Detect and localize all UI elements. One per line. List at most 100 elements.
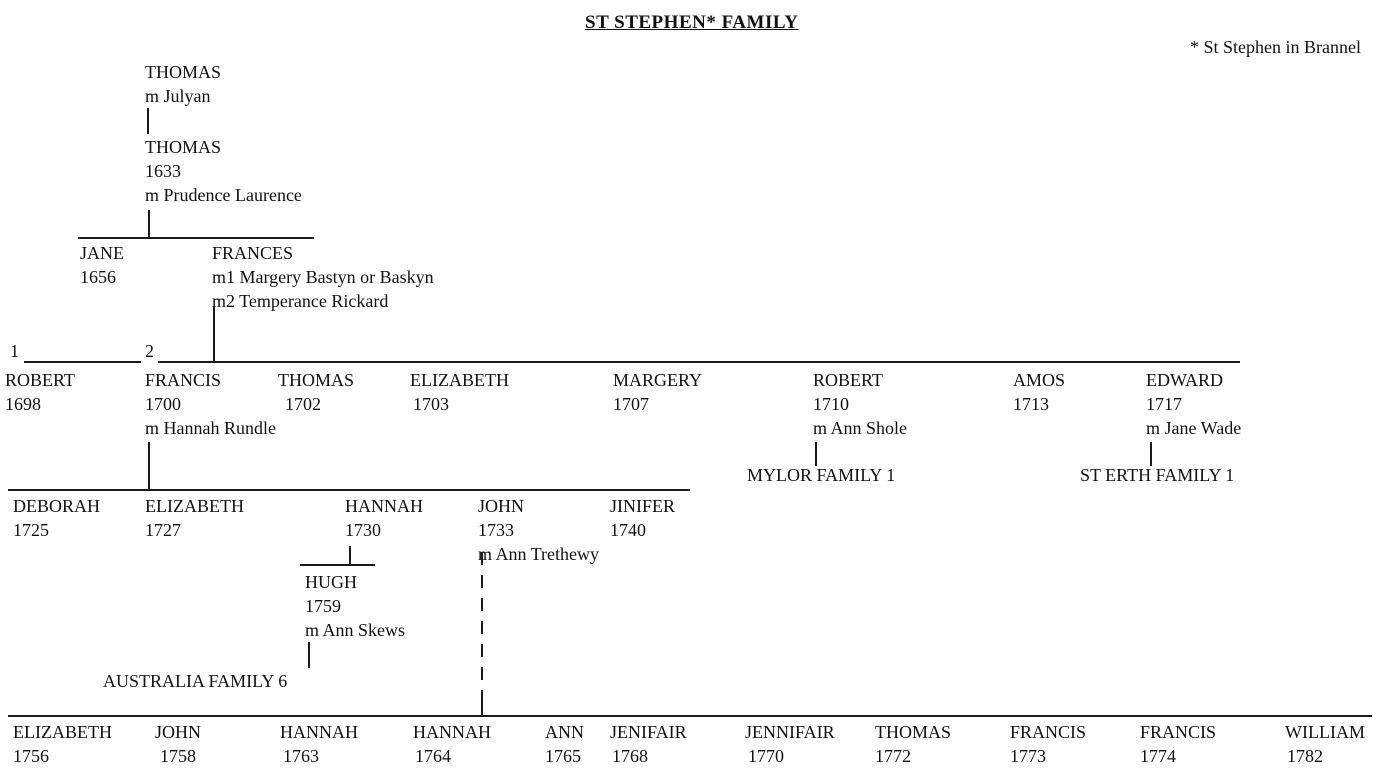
footnote: * St Stephen in Brannel xyxy=(1190,37,1361,57)
person-amos-1713: AMOS 1713 xyxy=(1013,368,1065,416)
person-name: JENIFAIR xyxy=(610,722,687,742)
connector-john1733-drop-dashed xyxy=(481,552,483,702)
person-william-1782: WILLIAM 1782 xyxy=(1285,720,1365,768)
connector-hannah1730-drop xyxy=(349,546,351,565)
person-year: 1725 xyxy=(13,520,49,540)
person-year: 1698 xyxy=(5,394,41,414)
person-jane-1656: JANE 1656 xyxy=(80,241,124,289)
person-marriage: m Jane Wade xyxy=(1146,418,1242,438)
person-name: ANN xyxy=(545,722,584,742)
connector-francis1700-drop xyxy=(148,442,150,490)
person-hannah-1763: HANNAH 1763 xyxy=(280,720,358,768)
sibling-bar-hugh xyxy=(300,564,375,566)
person-marriage: m Ann Shole xyxy=(813,418,908,438)
person-year: 1703 xyxy=(413,394,449,414)
person-francis-1700: FRANCIS 1700 m Hannah Rundle xyxy=(145,368,276,440)
person-francis-1773: FRANCIS 1773 xyxy=(1010,720,1086,768)
person-hugh-1759: HUGH 1759 m Ann Skews xyxy=(305,570,405,642)
person-year: 1782 xyxy=(1287,746,1323,766)
person-name: ELIZABETH xyxy=(145,496,244,516)
person-year: 1727 xyxy=(145,520,181,540)
sibling-bar-gen4 xyxy=(158,361,1240,363)
person-deborah-1725: DEBORAH 1725 xyxy=(13,494,100,542)
connector-edward1717-link xyxy=(1150,442,1152,466)
person-year: 1756 xyxy=(13,746,49,766)
person-year: 1633 xyxy=(145,161,181,181)
person-name: HUGH xyxy=(305,572,357,592)
person-year: 1758 xyxy=(160,746,196,766)
person-marriage: m Hannah Rundle xyxy=(145,418,276,438)
person-name: DEBORAH xyxy=(13,496,101,516)
person-year: 1730 xyxy=(345,520,381,540)
person-year: 1764 xyxy=(415,746,451,766)
person-ann-1765: ANN 1765 xyxy=(545,720,584,768)
person-year: 1770 xyxy=(748,746,784,766)
connector-gen1-gen2 xyxy=(147,108,149,134)
person-name: JANE xyxy=(80,243,124,263)
person-year: 1717 xyxy=(1146,394,1182,414)
sibling-bar-gen4-left xyxy=(24,361,141,363)
person-name: FRANCIS xyxy=(145,370,222,390)
connector-robert1710-link xyxy=(815,442,817,466)
marriage-marker-1: 1 xyxy=(10,341,19,361)
person-year: 1773 xyxy=(1010,746,1046,766)
person-jennifair-1770: JENNIFAIR 1770 xyxy=(745,720,835,768)
person-hannah-1730: HANNAH 1730 xyxy=(345,494,423,542)
person-year: 1710 xyxy=(813,394,849,414)
connector-john1733-drop-foot xyxy=(481,700,483,716)
person-name: ROBERT xyxy=(5,370,75,390)
person-thomas-1702: THOMAS 1702 xyxy=(278,368,354,416)
family-link-australia: AUSTRALIA FAMILY 6 xyxy=(103,671,288,691)
person-name: MARGERY xyxy=(613,370,703,390)
person-marriage-1: m1 Margery Bastyn or Baskyn xyxy=(212,267,434,287)
person-robert-1710: ROBERT 1710 m Ann Shole xyxy=(813,368,907,440)
marriage-marker-2: 2 xyxy=(145,341,154,361)
person-name: ELIZABETH xyxy=(13,722,112,742)
page-title: ST STEPHEN* FAMILY xyxy=(585,12,799,33)
person-margery-1707: MARGERY 1707 xyxy=(613,368,702,416)
person-marriage-2: m2 Temperance Rickard xyxy=(212,291,389,311)
person-name: HANNAH xyxy=(413,722,491,742)
connector-frances-drop xyxy=(213,306,215,362)
family-link-mylor: MYLOR FAMILY 1 xyxy=(747,465,896,485)
connector-gen2-drop xyxy=(148,210,150,238)
person-year: 1707 xyxy=(613,394,649,414)
person-name: JINIFER xyxy=(610,496,676,516)
person-name: ROBERT xyxy=(813,370,883,390)
connector-hugh-link xyxy=(308,642,310,668)
person-year: 1759 xyxy=(305,596,341,616)
family-link-st-erth: ST ERTH FAMILY 1 xyxy=(1080,465,1235,485)
person-year: 1768 xyxy=(612,746,648,766)
person-name: FRANCIS xyxy=(1010,722,1087,742)
person-thomas-sr: THOMAS m Julyan xyxy=(145,60,221,108)
sibling-bar-gen3 xyxy=(78,237,314,239)
person-robert-1698: ROBERT 1698 xyxy=(5,368,75,416)
person-name: THOMAS xyxy=(278,370,355,390)
person-year: 1700 xyxy=(145,394,181,414)
person-name: HANNAH xyxy=(345,496,423,516)
sibling-bar-gen5 xyxy=(8,489,690,491)
person-name: THOMAS xyxy=(875,722,952,742)
person-name: JOHN xyxy=(155,722,202,742)
person-year: 1713 xyxy=(1013,394,1049,414)
person-marriage: m Ann Skews xyxy=(305,620,406,640)
person-marriage: m Prudence Laurence xyxy=(145,185,302,205)
person-john-1758: JOHN 1758 xyxy=(155,720,201,768)
person-name: JOHN xyxy=(478,496,525,516)
person-elizabeth-1756: ELIZABETH 1756 xyxy=(13,720,112,768)
person-name: FRANCIS xyxy=(1140,722,1217,742)
person-name: HANNAH xyxy=(280,722,358,742)
person-year: 1740 xyxy=(610,520,646,540)
person-year: 1774 xyxy=(1140,746,1176,766)
person-jinifer-1740: JINIFER 1740 xyxy=(610,494,675,542)
person-jenifair-1768: JENIFAIR 1768 xyxy=(610,720,687,768)
sibling-bar-gen6 xyxy=(8,715,1372,717)
person-name: FRANCES xyxy=(212,243,294,263)
person-marriage: m Julyan xyxy=(145,86,211,106)
person-thomas-1633: THOMAS 1633 m Prudence Laurence xyxy=(145,135,302,207)
person-year: 1765 xyxy=(545,746,581,766)
person-name: AMOS xyxy=(1013,370,1066,390)
person-edward-1717: EDWARD 1717 m Jane Wade xyxy=(1146,368,1241,440)
person-name: ELIZABETH xyxy=(410,370,509,390)
